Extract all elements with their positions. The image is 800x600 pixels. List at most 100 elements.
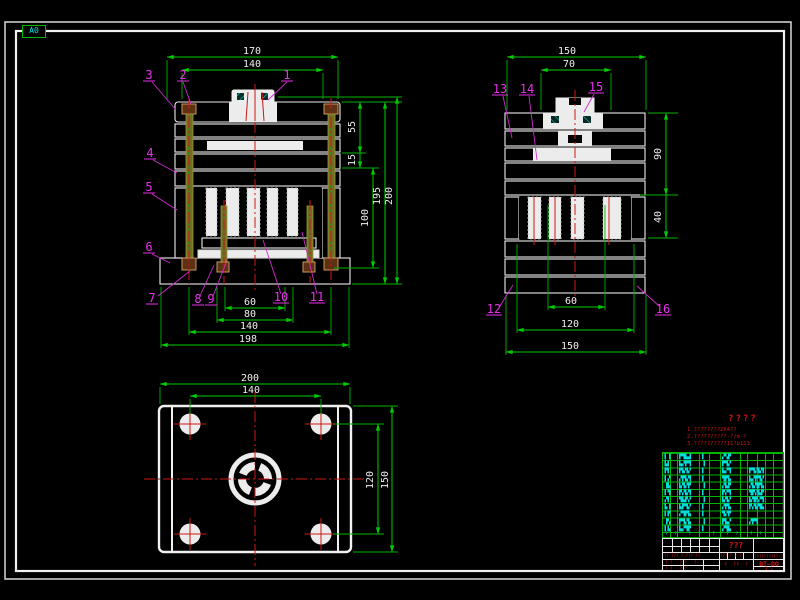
bom-gridline — [677, 453, 678, 537]
bom-col-no: ▌▐ ▙▌ ▛▌ ▌▞ ▐▙ ▌▜ ▞▌ ▙▐ ▌▛ ▐▚ ▌▙ — [664, 454, 671, 532]
tb-gridline — [663, 558, 719, 560]
bom-gridline — [765, 453, 766, 537]
front-ejector-plate-top — [201, 237, 317, 249]
side-sprue-notch — [569, 98, 581, 105]
side-dim-40: 40 — [653, 211, 664, 223]
front-plate-a — [174, 123, 341, 138]
tb-gridline — [683, 558, 684, 572]
bom-table: ▌▐ ▙▌ ▛▌ ▌▞ ▐▙ ▌▜ ▞▌ ▙▐ ▌▛ ▐▚ ▌▙ ▛▜▙▟ ▙▞… — [662, 452, 784, 538]
notes-title: ???? — [728, 414, 758, 424]
front-dim-15: 15 — [347, 154, 358, 166]
balloon-8: 8 — [194, 292, 201, 306]
front-support-plate — [174, 170, 341, 187]
balloon-7: 7 — [148, 291, 155, 305]
notes-line-1: 1.????????2X4?? — [687, 427, 737, 433]
balloon-13: 13 — [493, 82, 507, 96]
bom-gridline — [720, 453, 721, 537]
tb-gridline — [743, 552, 744, 559]
front-dim-200: 200 — [384, 187, 395, 205]
tb-gridline — [690, 539, 691, 552]
tb-gridline — [753, 566, 785, 567]
front-dim-100: 100 — [360, 209, 371, 227]
balloon-2: 2 — [179, 68, 186, 82]
sheet-frame — [4, 21, 792, 580]
tb-gridline — [735, 552, 736, 559]
bom-gridline — [699, 453, 700, 537]
front-sprue-bush — [229, 102, 277, 122]
bom-gridline — [773, 453, 774, 537]
front-bolt-right — [323, 98, 339, 284]
plan-hole-crosshairs — [174, 408, 337, 550]
plan-dim-200: 200 — [241, 373, 259, 384]
bom-col-remark: ▛▜▞▙▜ ▙▞▛▜▞ ▞▙▜▛▙ ▜▛▞▙▛ ▙▜▛▞▜ ▛▞▙▜▙ ▞▛▜ — [749, 468, 765, 525]
tb-spec: ??????????-? — [754, 553, 783, 559]
side-rail-right — [630, 196, 646, 240]
notes-line-2: 2.??????????-?/m-? — [687, 434, 747, 440]
tb-gridline — [703, 558, 704, 572]
bom-gridline — [709, 453, 710, 537]
tb-gridline — [663, 545, 719, 547]
tb-gridline — [699, 539, 700, 552]
tb-gridline — [753, 559, 785, 560]
side-view-dimensions: 150 70 90 40 60 120 150 — [505, 46, 678, 355]
front-view-balloons: 1 2 3 4 5 6 7 8 9 10 11 — [143, 68, 325, 306]
notes-line-3: 3.??????????11?b113 — [687, 441, 750, 447]
side-top-hatch-a — [551, 116, 559, 123]
tb-mid-bottom: ? ?? ? — [723, 562, 749, 568]
plan-dim-120: 120 — [365, 471, 376, 489]
plan-view — [144, 392, 366, 566]
front-view-dimensions: 170 140 55 15 100 195 200 60 80 140 198 — [160, 46, 402, 348]
front-ring-hatch-right — [261, 93, 268, 100]
bom-col-name: ▛▜▙▟ ▙▞▛▜ ▛▙▜▞ ▞▛▙▜ ▙▜▞▛ ▛▞▙▜ ▜▙▛▞ ▙▛▜▞ … — [679, 454, 692, 532]
balloon-10: 10 — [274, 290, 288, 304]
tb-scale: 1:1 — [764, 566, 774, 572]
side-dim-150: 150 — [558, 46, 576, 57]
front-view — [159, 84, 351, 293]
plan-dim-140: 140 — [242, 385, 260, 396]
front-ejector-plate-bottom — [197, 249, 320, 259]
plan-dim-150: 150 — [380, 471, 391, 489]
tb-gridline — [709, 539, 710, 552]
front-bolt-inner-left — [216, 200, 230, 284]
balloon-5: 5 — [145, 180, 152, 194]
front-dim-140b: 140 — [240, 321, 258, 332]
side-dim-120: 120 — [561, 319, 579, 330]
side-extension-through — [505, 205, 647, 355]
front-dim-55: 55 — [347, 121, 358, 133]
front-dim-195: 195 — [372, 187, 383, 205]
side-view — [504, 90, 647, 355]
front-dim-198: 198 — [239, 334, 257, 345]
bom-gridline — [740, 453, 741, 537]
tb-gridline — [727, 552, 728, 559]
front-ring-hatch-left — [237, 93, 244, 100]
bom-col-qty: ▌ ▐ ▌ ▌ ▐ ▌ ▐ ▌ ▌ ▐ ▌ — [702, 454, 706, 532]
side-dim-90: 90 — [653, 148, 664, 160]
tb-title: ??? — [728, 541, 744, 550]
side-dim-60: 60 — [565, 296, 577, 307]
front-dim-60: 60 — [244, 297, 256, 308]
tb-gridline — [663, 552, 719, 553]
bom-gridline — [757, 453, 758, 537]
balloon-1: 1 — [283, 68, 290, 82]
balloon-15: 15 — [589, 80, 603, 94]
tb-gridline — [663, 565, 719, 566]
tb-sub-row: ??? ? ? ? — [720, 553, 742, 558]
side-dim-150b: 150 — [561, 341, 579, 352]
balloon-12: 12 — [487, 302, 501, 316]
balloon-3: 3 — [145, 68, 152, 82]
tb-gridline — [719, 552, 753, 553]
balloon-6: 6 — [145, 240, 152, 254]
front-bolt-inner-right — [302, 200, 316, 284]
front-dim-80: 80 — [244, 309, 256, 320]
inner-border — [14, 29, 786, 573]
side-dim-70: 70 — [563, 59, 575, 70]
front-cavity-plate — [174, 153, 341, 170]
tb-sign-row-3: ? ? ? ? — [665, 566, 687, 571]
tb-gridline — [753, 552, 785, 553]
tb-gridline — [672, 539, 673, 552]
balloon-16: 16 — [656, 302, 670, 316]
bom-gridline — [747, 453, 748, 537]
title-block: ?? ??? ? ??? ?? ? ? ? ? ? ? ? ? ? ??? ??… — [662, 538, 785, 572]
